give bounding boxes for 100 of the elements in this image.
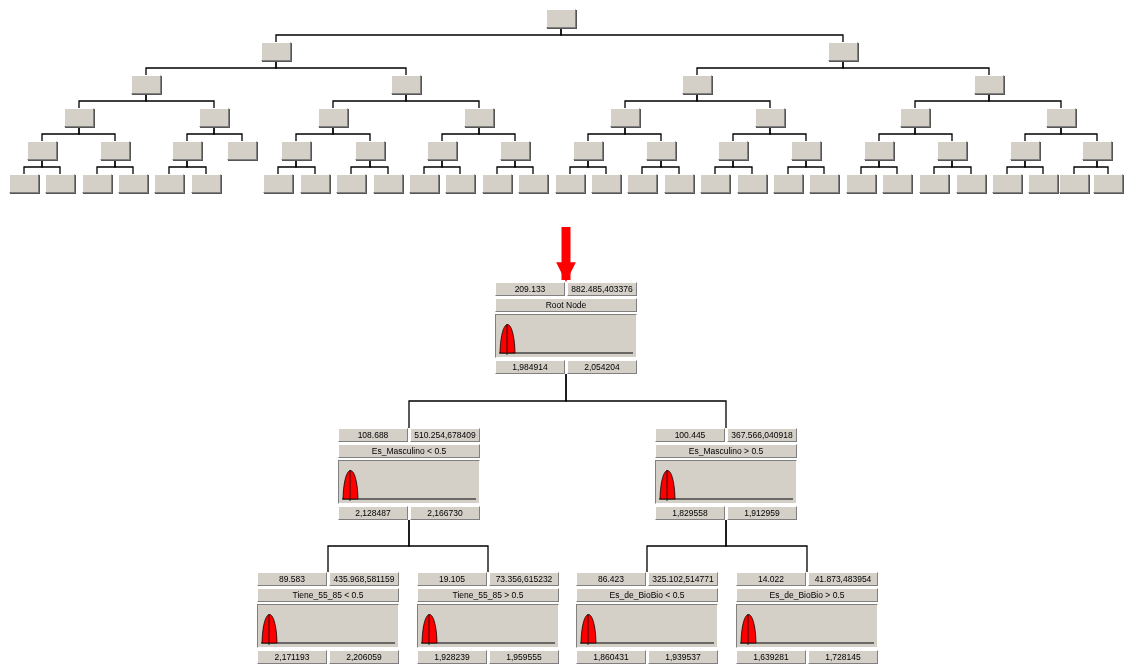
- mean-value: 2,128487: [338, 506, 408, 520]
- count-value: 14.022: [736, 572, 806, 586]
- sum-value: 73.356,615232: [489, 572, 559, 586]
- connector-line: [988, 93, 1062, 109]
- connector-line: [732, 159, 753, 175]
- mean-value: 2,171193: [257, 650, 327, 664]
- sum-value: 882.485,403376: [567, 282, 637, 296]
- connector-line: [951, 159, 972, 175]
- connector-line: [332, 126, 371, 142]
- mean-value: 1,639281: [736, 650, 806, 664]
- tree-node-box: [755, 108, 785, 127]
- tree-node-box: [482, 174, 512, 193]
- connector-line: [842, 60, 990, 76]
- tree-node-panel: [495, 282, 637, 374]
- tree-node-box: [809, 174, 839, 193]
- tree-node-box: [45, 174, 75, 193]
- tree-node-box: [718, 141, 748, 160]
- count-value: 209.133: [495, 282, 565, 296]
- tree-node-box: [300, 174, 330, 193]
- tree-node-box: [546, 9, 576, 28]
- connector-line: [405, 93, 480, 109]
- sum-value: 325.102,514771: [648, 572, 718, 586]
- tree-node-box: [974, 75, 1004, 94]
- count-value: 100.445: [655, 428, 725, 442]
- split-condition: Tiene_55_85 > 0.5: [417, 588, 559, 602]
- sum-value: 435.968,581159: [329, 572, 399, 586]
- mean-value: 1,912959: [727, 506, 797, 520]
- tree-node-box: [500, 141, 530, 160]
- tree-node-box: [737, 174, 767, 193]
- sum-value: 367.566,040918: [727, 428, 797, 442]
- connector-line: [41, 159, 61, 175]
- split-condition: Tiene_55_85 < 0.5: [257, 588, 399, 602]
- sum-value: 510.254,678409: [410, 428, 480, 442]
- count-value: 108.688: [338, 428, 408, 442]
- tree-node-box: [427, 141, 457, 160]
- tree-node-box: [1046, 108, 1076, 127]
- tree-node-box: [1093, 174, 1123, 193]
- connector-line: [1024, 159, 1044, 175]
- tree-node-box: [355, 141, 385, 160]
- mean-value: 2,054204: [567, 360, 637, 374]
- tree-node-box: [1082, 141, 1112, 160]
- tree-node-box: [373, 174, 403, 193]
- tree-node-box: [199, 108, 229, 127]
- split-condition: Root Node: [495, 298, 637, 312]
- connector-line: [1096, 159, 1109, 175]
- tree-node-box: [882, 174, 912, 193]
- tree-node-box: [1059, 174, 1089, 193]
- tree-node-box: [263, 174, 293, 193]
- connector-line: [408, 519, 489, 573]
- tree-node-box: [391, 75, 421, 94]
- tree-node-box: [318, 108, 348, 127]
- tree-node-box: [100, 141, 130, 160]
- split-condition: Es_Masculino > 0.5: [655, 444, 797, 458]
- tree-node-box: [627, 174, 657, 193]
- connector-line: [145, 93, 215, 109]
- tree-node-box: [992, 174, 1022, 193]
- tree-node-box: [154, 174, 184, 193]
- connector-line: [114, 159, 134, 175]
- tree-node-box: [573, 141, 603, 160]
- tree-node-panel: [576, 572, 718, 664]
- tree-node-box: [336, 174, 366, 193]
- tree-node-box: [191, 174, 221, 193]
- split-condition: Es_de_BioBio < 0.5: [576, 588, 718, 602]
- mean-value: 1,829558: [655, 506, 725, 520]
- tree-node-box: [261, 42, 291, 61]
- connector-line: [369, 159, 389, 175]
- tree-node-box: [937, 141, 967, 160]
- tree-node-box: [27, 141, 57, 160]
- tree-node-box: [555, 174, 585, 193]
- tree-node-box: [82, 174, 112, 193]
- tree-node-box: [864, 141, 894, 160]
- tree-node-box: [919, 174, 949, 193]
- tree-node-box: [682, 75, 712, 94]
- tree-node-box: [445, 174, 475, 193]
- tree-node-box: [1010, 141, 1040, 160]
- connector-line: [565, 373, 727, 429]
- connector-line: [587, 159, 607, 175]
- mean-value: 2,206059: [329, 650, 399, 664]
- connector-line: [560, 27, 844, 43]
- sum-value: 41.873,483954: [808, 572, 878, 586]
- tree-node-box: [9, 174, 39, 193]
- connector-line: [914, 126, 953, 142]
- connector-line: [624, 126, 662, 142]
- connector-line: [696, 93, 771, 109]
- connector-line: [514, 159, 534, 175]
- tree-node-box: [464, 108, 494, 127]
- tree-node-panel: [257, 572, 399, 664]
- tree-node-box: [900, 108, 930, 127]
- mean-value: 1,939537: [648, 650, 718, 664]
- tree-node-panel: [736, 572, 878, 664]
- connector-line: [725, 519, 808, 573]
- connector-line: [478, 126, 516, 142]
- connector-line: [441, 159, 461, 175]
- tree-node-box: [773, 174, 803, 193]
- tree-node-box: [828, 42, 858, 61]
- split-condition: Es_Masculino < 0.5: [338, 444, 480, 458]
- connector-line: [186, 159, 207, 175]
- connector-line: [1060, 126, 1098, 142]
- tree-node-box: [227, 141, 257, 160]
- connector-line: [213, 126, 243, 142]
